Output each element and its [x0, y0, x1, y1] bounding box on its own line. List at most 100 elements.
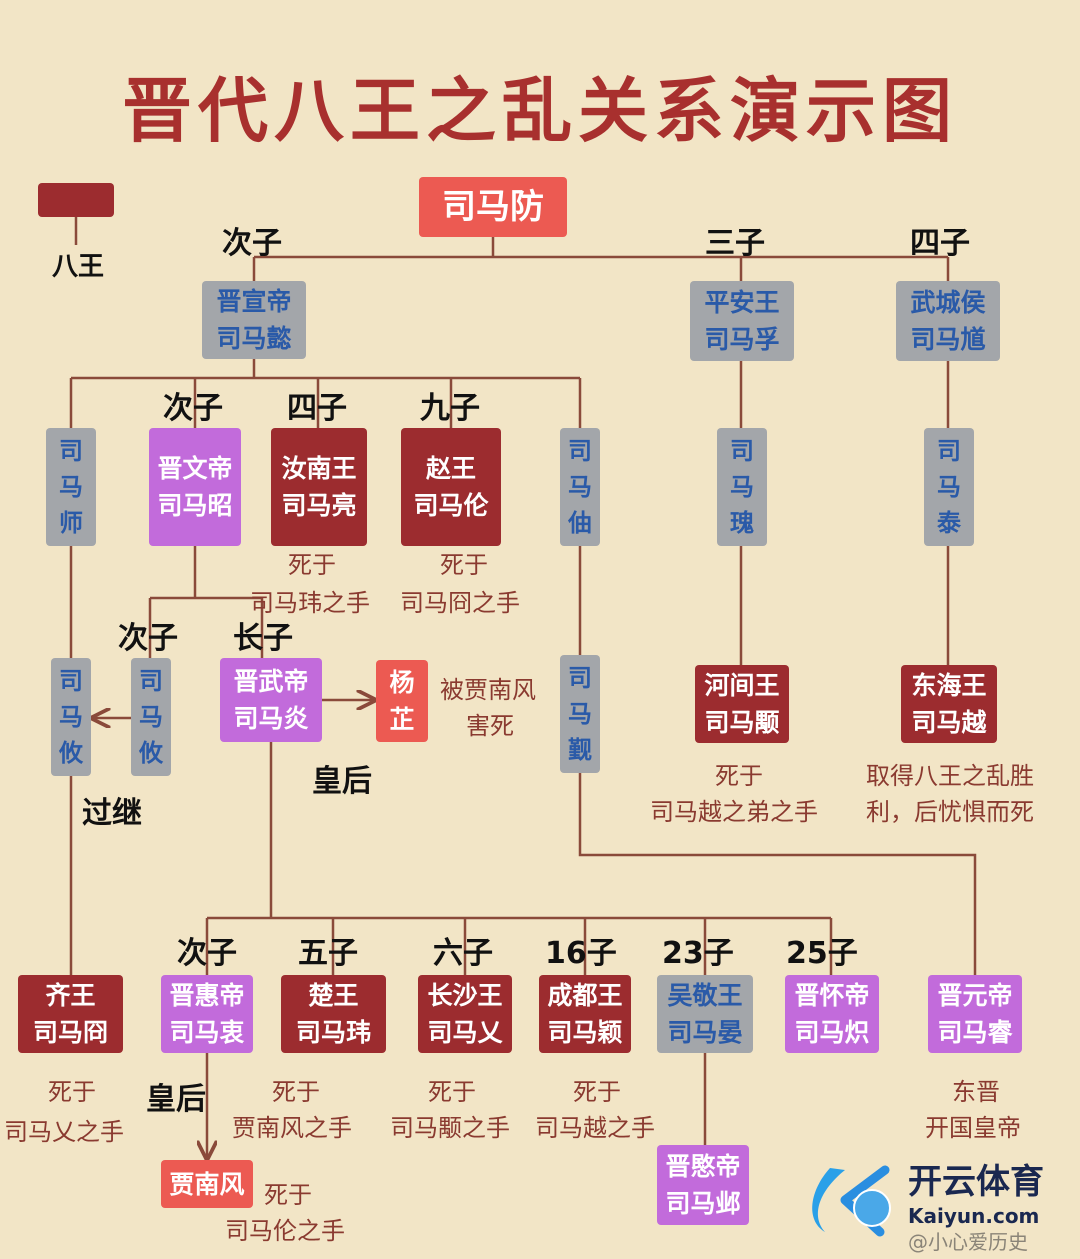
node-text: 司: [568, 664, 592, 692]
node-sima-chi: 晋怀帝司马炽: [785, 975, 879, 1053]
node-text: 司马玮: [295, 1018, 371, 1047]
node-yang-zhi: 杨芷: [376, 660, 428, 742]
node-text: 晋武帝: [233, 667, 309, 696]
node-sima-yan-wu: 吴敬王司马晏: [657, 975, 753, 1053]
node-text: 晋惠帝: [169, 981, 245, 1010]
node-text: 武城侯: [910, 288, 986, 317]
node-text: 泰: [937, 509, 961, 537]
node-sima-zhou: 司马伷: [560, 428, 600, 546]
node-sima-rui: 晋元帝司马睿: [928, 975, 1022, 1053]
node-sima-yi: 晋宣帝司马懿: [202, 281, 306, 359]
node-sima-yong: 河间王司马颙: [695, 665, 789, 743]
node-text: 司: [59, 667, 83, 695]
note-rui: 开国皇帝: [925, 1114, 1021, 1142]
note-ying: 司马越之手: [535, 1114, 655, 1142]
node-text: 赵王: [425, 454, 476, 483]
node-text: 司马伦: [413, 491, 489, 520]
node-sima-fu: 平安王司马孚: [690, 281, 794, 361]
note-wei: 贾南风之手: [232, 1114, 352, 1142]
node-text: 司马冏: [32, 1018, 108, 1047]
label-second-son: 次子: [163, 391, 223, 426]
node-text: 司马昭: [157, 491, 233, 520]
node-sima-you-adopted: 司马攸: [51, 658, 91, 776]
label-fifth-son: 五子: [298, 936, 358, 971]
legend-label: 八王: [52, 252, 105, 282]
label-fourth-son: 四子: [910, 226, 970, 261]
node-sima-ying: 成都王司马颖: [539, 975, 631, 1053]
node-text: 晋怀帝: [794, 981, 870, 1010]
node-text: 马: [568, 700, 592, 728]
node-sima-fang: 司马防: [419, 177, 567, 237]
node-sima-tai: 司马泰: [924, 428, 974, 546]
node-text: 平安王: [704, 288, 780, 317]
node-text: 觐: [568, 736, 592, 764]
label-second-son: 次子: [222, 226, 282, 261]
node-text: 司马越: [911, 708, 987, 737]
label-third-son: 三子: [705, 226, 765, 261]
node-text: 楚王: [308, 981, 359, 1010]
watermark-brand: 开云体育: [908, 1162, 1044, 1202]
node-text: 东海王: [911, 671, 987, 700]
node-sima-you: 司马攸: [131, 658, 171, 776]
node-text: 司: [937, 437, 961, 465]
note-wei: 死于: [272, 1078, 320, 1106]
label-16th-son: 16子: [545, 936, 617, 971]
label-second-son: 次子: [177, 936, 237, 971]
node-text: 司: [59, 437, 83, 465]
node-text: 司马衷: [169, 1018, 245, 1047]
note-yang-zhi: 害死: [466, 712, 514, 740]
node-text: 司马睿: [937, 1018, 1013, 1047]
node-sima-lun: 赵王司马伦: [401, 428, 501, 546]
note-liang: 死于: [288, 551, 336, 579]
label-ninth-son: 九子: [420, 391, 480, 426]
node-text: 汝南王: [281, 454, 357, 483]
label-25th-son: 25子: [786, 936, 858, 971]
label-eldest-son: 长子: [233, 621, 293, 656]
node-text: 司马亮: [281, 491, 357, 520]
label-second-son: 次子: [118, 621, 178, 656]
node-sima-zhao: 晋文帝司马昭: [149, 428, 241, 546]
node-sima-kui: 武城侯司马馗: [896, 281, 1000, 361]
node-sima-jiong: 齐王司马冏: [18, 975, 123, 1053]
node-text: 马: [568, 473, 592, 501]
node-text: 司: [139, 667, 163, 695]
node-text: 司马孚: [704, 325, 780, 354]
note-yue: 取得八王之乱胜: [866, 762, 1034, 790]
node-text: 晋元帝: [937, 981, 1013, 1010]
note-rui: 东晋: [952, 1078, 1000, 1106]
node-text: 司马颖: [547, 1018, 623, 1047]
node-text: 马: [937, 473, 961, 501]
node-text: 成都王: [547, 981, 623, 1010]
note-yong: 司马越之弟之手: [650, 798, 818, 826]
label-empress: 皇后: [312, 764, 372, 799]
node-sima-shi: 司马师: [46, 428, 96, 546]
node-text: 马: [730, 473, 754, 501]
node-text: 师: [59, 509, 83, 537]
node-text: 齐王: [45, 981, 96, 1010]
legend-swatch: [38, 183, 114, 217]
node-text: 司马乂: [427, 1018, 503, 1047]
node-text: 司马炽: [794, 1018, 870, 1047]
node-text: 马: [59, 703, 83, 731]
note-ai: 死于: [428, 1078, 476, 1106]
label-23rd-son: 23子: [662, 936, 734, 971]
node-sima-liang: 汝南王司马亮: [271, 428, 367, 546]
node-text: 司马邺: [665, 1189, 741, 1218]
note-jia-nanfeng: 司马伦之手: [225, 1217, 345, 1245]
page-title: 晋代八王之乱关系演示图: [122, 70, 958, 152]
node-text: 晋文帝: [157, 454, 233, 483]
note-ying: 死于: [573, 1078, 621, 1106]
node-sima-gui: 司马瑰: [717, 428, 767, 546]
node-text: 攸: [139, 739, 163, 767]
label-empress: 皇后: [146, 1082, 206, 1117]
note-jiong: 司马乂之手: [4, 1118, 124, 1146]
node-text: 司马炎: [233, 704, 309, 733]
node-text: 晋宣帝: [216, 287, 292, 316]
node-text: 河间王: [704, 671, 780, 700]
node-text: 芷: [389, 705, 415, 734]
note-yang-zhi: 被贾南风: [440, 676, 536, 704]
label-fourth-son: 四子: [287, 391, 347, 426]
node-jia-nanfeng: 贾南风: [161, 1160, 253, 1208]
